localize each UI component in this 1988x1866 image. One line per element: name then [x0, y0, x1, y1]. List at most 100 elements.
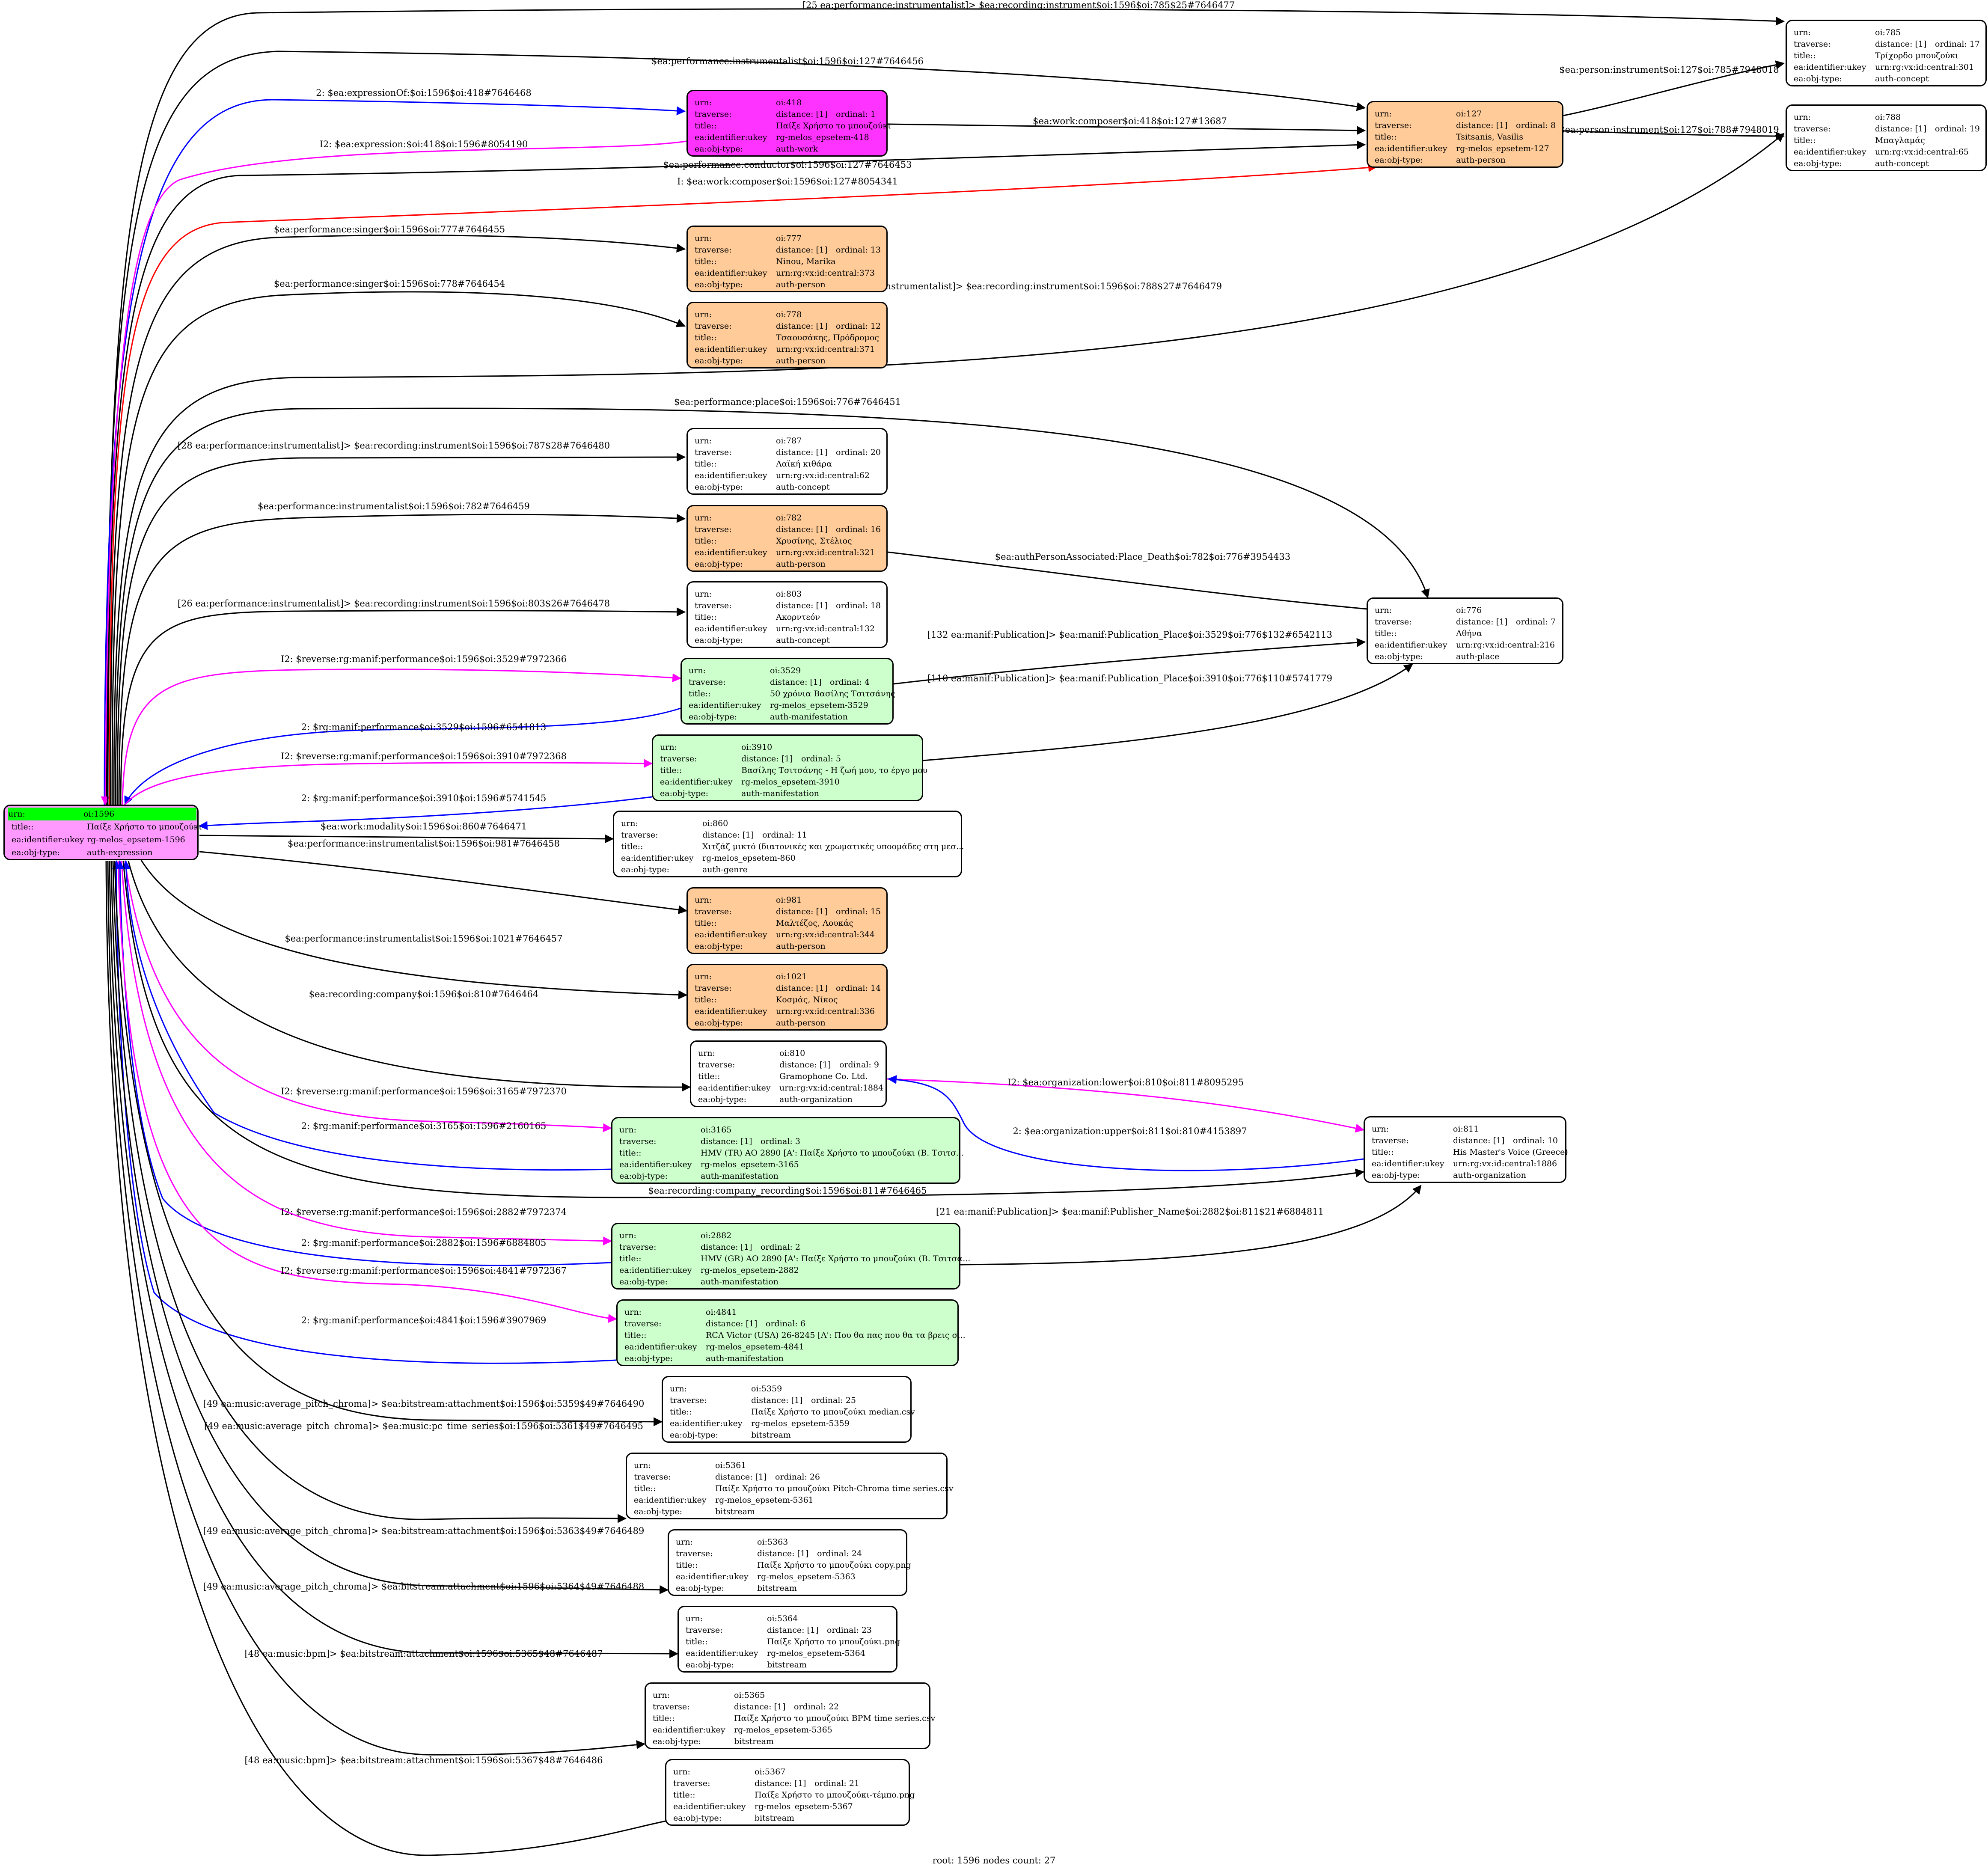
field-value-ukey: urn:rg:vx:id:central:344: [776, 930, 875, 939]
node-field-objtype: ea:obj-type:auth-manifestation: [619, 1275, 955, 1288]
field-label: ea:obj-type:: [12, 848, 60, 857]
field-value-distance: distance: [1]: [734, 1702, 786, 1711]
field-value-distance: distance: [1]: [767, 1625, 819, 1635]
field-label: ea:identifier:ukey: [673, 1802, 746, 1811]
field-label: traverse:: [1794, 124, 1831, 134]
field-label: ea:obj-type:: [619, 1171, 668, 1181]
field-value-title: Μαλτέζος, Λουκάς: [776, 918, 854, 928]
field-label: ea:obj-type:: [698, 1095, 747, 1104]
field-value-ukey: rg-melos_epsetem-860: [702, 853, 796, 863]
edge-n3910-to-n776: [923, 663, 1413, 761]
field-label: ea:identifier:ukey: [1794, 147, 1866, 157]
node-field-objtype: ea:obj-type:bitstream: [670, 1429, 906, 1441]
field-value-ukey: rg-melos_epsetem-3529: [770, 701, 868, 710]
field-value-urn: oi:4841: [706, 1307, 737, 1317]
node-field-urn: urn:oi:788: [1794, 111, 1981, 124]
node-field-urn: urn:oi:1021: [695, 970, 882, 983]
field-value-ordinal: ordinal: 4: [830, 677, 870, 687]
field-label: ea:identifier:ukey: [1375, 640, 1447, 650]
edge-label: 2: $ea:organization:upper$oi:811$oi:810#…: [1013, 1126, 1247, 1136]
edge-n418-to-n1596: [101, 140, 687, 806]
field-value-urn: oi:782: [776, 513, 802, 523]
node-field-title: title::HMV (TR) AO 2890 [A': Παίξε Χρήστ…: [619, 1147, 964, 1159]
field-label: traverse:: [695, 245, 732, 255]
field-value-objtype: auth-organization: [1453, 1171, 1526, 1180]
field-value-ordinal: ordinal: 1: [836, 110, 876, 119]
edge-n1596-to-n3529: [122, 669, 682, 805]
edge-n1596-to-n785: [106, 8, 1785, 805]
field-value-ordinal: ordinal: 14: [836, 984, 881, 993]
node-field-title: title::Παίξε Χρήστο το μπουζούκι copy.pn…: [676, 1559, 911, 1572]
field-label: traverse:: [634, 1472, 671, 1482]
field-value-distance: distance: [1]: [1875, 124, 1927, 134]
field-value-title: Παίξε Χρήστο το μπουζούκι median.csv: [751, 1407, 915, 1417]
field-label: traverse:: [695, 321, 732, 331]
field-value-objtype: auth-work: [776, 144, 818, 154]
field-value-urn: oi:981: [776, 895, 802, 905]
node-field-traverse: traverse:distance: [1]ordinal: 23: [686, 1624, 892, 1637]
field-value-title: HMV (GR) AO 2890 [A': Παίξε Χρήστο το μπ…: [701, 1254, 971, 1263]
node-field-title: title::Παίξε Χρήστο το μπουζούκι BPM tim…: [653, 1712, 935, 1725]
field-value-ordinal: ordinal: 21: [814, 1779, 860, 1788]
field-label: ea:identifier:ukey: [676, 1572, 749, 1581]
field-value-urn: oi:5361: [715, 1461, 746, 1470]
node-field-urn: urn:oi:785: [1794, 26, 1981, 39]
field-label: urn:: [695, 436, 712, 446]
edge-n3910-to-n1596: [198, 796, 652, 830]
edge-n1596-to-n778: [111, 291, 686, 805]
field-label: ea:identifier:ukey: [624, 1342, 697, 1352]
node-field-title: title::Κοσμάς, Νίκος: [695, 993, 882, 1006]
field-label: urn:: [1794, 113, 1811, 122]
edge-n1596-to-n127: [105, 51, 1366, 805]
edge-n127-to-n788: [1563, 130, 1785, 141]
edge-n1596-to-n4841: [117, 861, 618, 1323]
field-label: traverse:: [621, 830, 658, 840]
field-value-objtype: auth-concept: [1875, 74, 1929, 83]
edge-n3165-to-n1596: [122, 860, 612, 1171]
field-label: ea:obj-type:: [1375, 652, 1423, 661]
node-field-urn: urn:oi:3529: [689, 664, 888, 677]
field-label: ea:obj-type:: [695, 942, 743, 951]
field-label: urn:: [1372, 1124, 1389, 1134]
node-field-urn: urn:oi:860: [621, 817, 957, 830]
field-value-ordinal: ordinal: 13: [836, 245, 881, 255]
edge-label: [25 ea:performance:instrumentalist]> $ea…: [802, 0, 1235, 10]
node-field-title: title::Παίξε Χρήστο το μπουζούκι: [12, 820, 202, 833]
edge-n1596-to-n127: [109, 163, 1378, 805]
field-label: urn:: [660, 743, 677, 752]
field-value-distance: distance: [1]: [1453, 1136, 1505, 1145]
field-label: urn:: [1375, 606, 1392, 615]
node-field-traverse: traverse:distance: [1]ordinal: 1: [695, 108, 882, 121]
